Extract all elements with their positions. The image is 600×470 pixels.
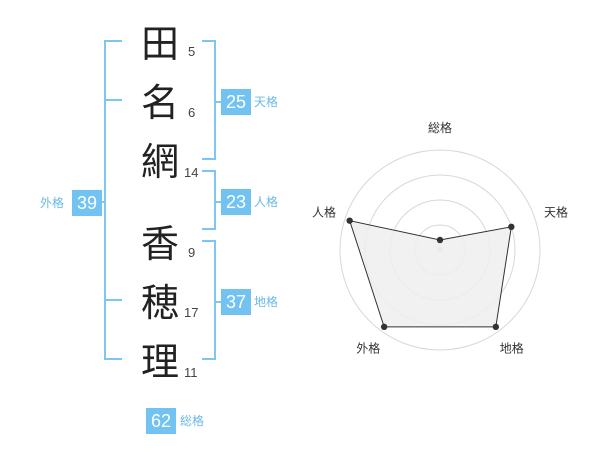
gaikaku-bracket-bottom bbox=[104, 358, 122, 360]
surname-char-2: 名 bbox=[141, 81, 180, 125]
gaikaku-bracket-line bbox=[104, 40, 106, 360]
soukaku-badge: 62 bbox=[146, 408, 176, 434]
surname-strokes-1: 5 bbox=[188, 44, 196, 59]
radar-point-1 bbox=[436, 236, 444, 244]
radar-point-3 bbox=[492, 323, 500, 331]
tenkaku-bracket-top bbox=[202, 40, 216, 42]
gaikaku-bracket-tick-1 bbox=[104, 99, 122, 101]
chikaku-bracket-connector bbox=[214, 301, 222, 303]
gaikaku-bracket-tick-2 bbox=[104, 299, 122, 301]
given-char-2: 穂 bbox=[141, 281, 180, 325]
jinkaku-bracket-line bbox=[214, 170, 216, 230]
chikaku-label: 地格 bbox=[254, 295, 279, 309]
radar-axis-label-1: 総格 bbox=[428, 120, 452, 135]
radar-axis-label-5: 人格 bbox=[312, 204, 336, 219]
chikaku-bracket-bottom bbox=[202, 358, 216, 360]
tenkaku-bracket-line bbox=[214, 40, 216, 160]
jinkaku-badge: 23 bbox=[221, 189, 251, 215]
radar-axis-label-3: 地格 bbox=[500, 341, 524, 356]
jinkaku-bracket-top bbox=[202, 170, 216, 172]
radar-series-area bbox=[348, 219, 512, 328]
given-strokes-3: 11 bbox=[184, 365, 198, 380]
radar-ring-4 bbox=[339, 149, 541, 351]
gaikaku-label: 外格 bbox=[40, 196, 65, 210]
chikaku-badge: 37 bbox=[221, 289, 251, 315]
given-strokes-2: 17 bbox=[184, 305, 199, 320]
radar-axis-label-2: 天格 bbox=[544, 204, 568, 219]
surname-char-1: 田 bbox=[141, 22, 180, 66]
surname-strokes-3: 14 bbox=[184, 165, 199, 180]
given-strokes-1: 9 bbox=[188, 245, 196, 260]
jinkaku-label: 人格 bbox=[254, 195, 279, 209]
chikaku-bracket-top bbox=[202, 240, 216, 242]
gaikaku-badge: 39 bbox=[72, 190, 102, 216]
soukaku-label: 総格 bbox=[180, 414, 205, 428]
surname-char-3: 網 bbox=[141, 140, 180, 184]
jinkaku-bracket-bottom bbox=[202, 228, 216, 230]
radar-point-2 bbox=[508, 223, 515, 231]
gaikaku-bracket-connector bbox=[98, 201, 106, 203]
gaikaku-bracket-top bbox=[104, 40, 122, 42]
given-char-1: 香 bbox=[141, 222, 180, 266]
jinkaku-bracket-connector bbox=[214, 201, 222, 203]
tenkaku-bracket-connector bbox=[214, 101, 222, 103]
tenkaku-label: 天格 bbox=[254, 95, 279, 109]
radar-axis-label-4: 外格 bbox=[356, 341, 380, 356]
surname-strokes-2: 6 bbox=[188, 105, 196, 120]
radar-point-4 bbox=[380, 323, 388, 331]
chikaku-bracket-line bbox=[214, 240, 216, 360]
radar-point-5 bbox=[346, 217, 353, 224]
given-char-3: 理 bbox=[141, 340, 180, 384]
tenkaku-bracket-bottom bbox=[202, 158, 216, 160]
tenkaku-badge: 25 bbox=[221, 89, 251, 115]
